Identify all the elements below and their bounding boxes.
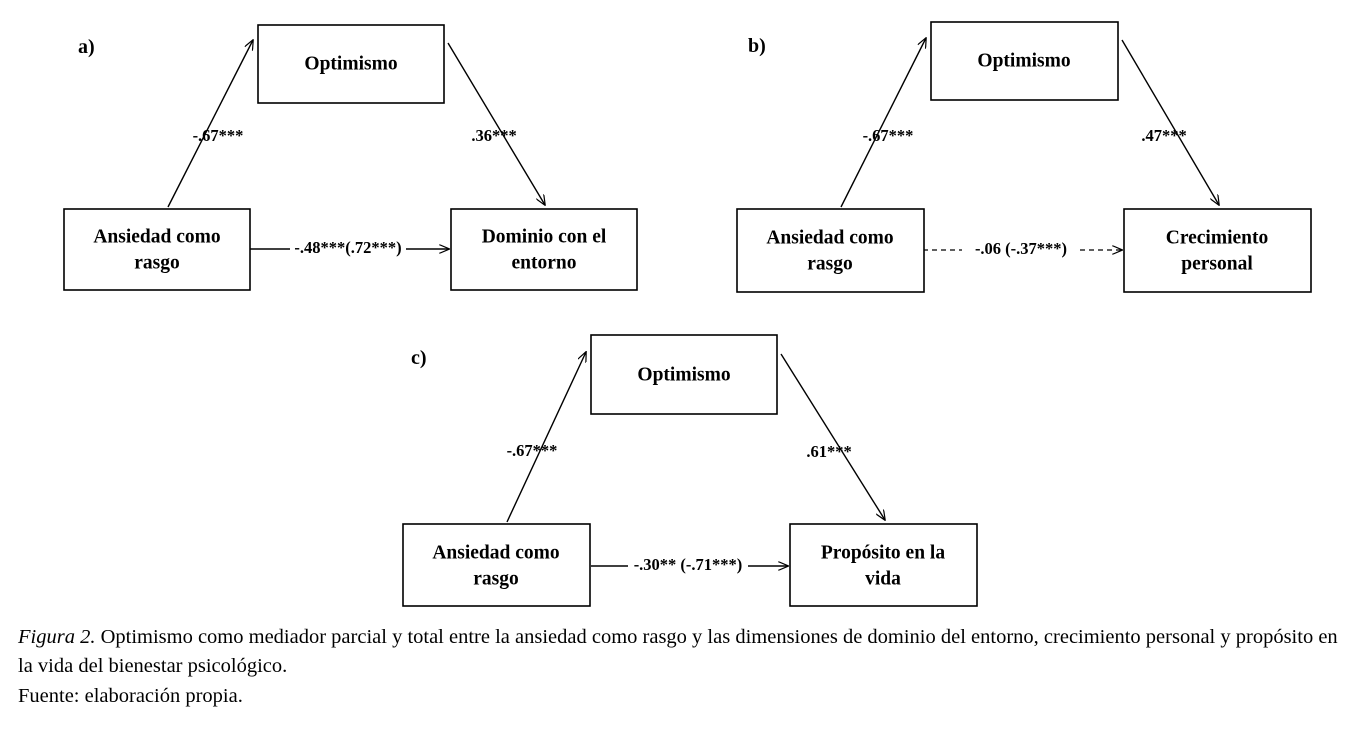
panel-b-path-b-label: .47*** bbox=[1141, 126, 1186, 145]
figure-caption-label: Figura 2. bbox=[18, 626, 96, 648]
panel-b-letter: b) bbox=[748, 35, 766, 57]
panel-a-node-mediator bbox=[257, 24, 445, 104]
panel-c-path-b-line bbox=[780, 353, 885, 520]
panel-a-path-a-line bbox=[167, 40, 253, 208]
panel-a-node-predictor bbox=[63, 208, 251, 291]
panel-a-path-a-label: -.67*** bbox=[193, 126, 244, 145]
panel-b-path-c-label: -.06 (-.37***) bbox=[975, 239, 1067, 258]
panel-b-node-predictor-line2: rasgo bbox=[807, 253, 853, 274]
panel-a-node-predictor-line1: Ansiedad como bbox=[93, 226, 220, 247]
panel-b-path-b-line bbox=[1121, 39, 1219, 205]
panel-b-node-outcome-line1: Crecimiento bbox=[1166, 227, 1269, 248]
panel-c-node-mediator bbox=[590, 334, 778, 415]
panel-b-node-predictor-line1: Ansiedad como bbox=[766, 227, 893, 248]
panel-a-node-predictor-line2: rasgo bbox=[134, 252, 180, 273]
panel-c: c) Optimismo Ansiedad como rasgo Propósi… bbox=[402, 334, 978, 607]
panel-b-node-predictor bbox=[736, 208, 925, 293]
panel-b: b) Optimismo Ansiedad como rasgo Crecimi… bbox=[736, 21, 1312, 293]
panel-c-letter: c) bbox=[411, 347, 427, 369]
panel-a-node-mediator-label: Optimismo bbox=[304, 53, 397, 74]
panel-c-node-predictor-line2: rasgo bbox=[473, 568, 519, 589]
panel-a-node-outcome-line2: entorno bbox=[512, 252, 577, 273]
panel-c-node-outcome-line2: vida bbox=[865, 568, 901, 589]
panel-a-path-b-line bbox=[447, 42, 545, 205]
panel-c-path-a-line bbox=[506, 352, 586, 523]
panel-c-path-c-label: -.30** (-.71***) bbox=[634, 555, 743, 574]
panel-b-node-outcome bbox=[1123, 208, 1312, 293]
panel-b-node-mediator bbox=[930, 21, 1119, 101]
panel-a-path-c-label: -.48***(.72***) bbox=[294, 238, 401, 257]
panel-c-node-mediator-label: Optimismo bbox=[637, 364, 730, 385]
panel-a: a) Optimismo Ansiedad como rasgo Dominio… bbox=[63, 24, 638, 291]
panel-b-node-outcome-line2: personal bbox=[1181, 253, 1253, 274]
panel-a-node-outcome-line1: Dominio con el bbox=[482, 226, 607, 247]
panel-a-node-outcome bbox=[450, 208, 638, 291]
panel-c-node-outcome-line1: Propósito en la bbox=[821, 542, 945, 563]
panel-c-node-outcome bbox=[789, 523, 978, 607]
mediation-diagram: a) Optimismo Ansiedad como rasgo Dominio… bbox=[63, 21, 1312, 607]
panel-b-node-mediator-label: Optimismo bbox=[977, 50, 1070, 71]
panel-a-path-b-label: .36*** bbox=[471, 126, 516, 145]
panel-c-node-predictor-line1: Ansiedad como bbox=[432, 542, 559, 563]
panel-c-node-predictor bbox=[402, 523, 591, 607]
figure-caption-text: Optimismo como mediador parcial y total … bbox=[18, 626, 1338, 678]
panel-a-letter: a) bbox=[78, 36, 95, 58]
panel-b-path-a-line bbox=[840, 38, 926, 208]
figure-source-line: Fuente: elaboración propia. bbox=[18, 685, 243, 708]
panel-c-path-b-label: .61*** bbox=[806, 442, 851, 461]
panel-b-path-a-label: -.67*** bbox=[863, 126, 914, 145]
figure-caption: Figura 2. Optimismo como mediador parcia… bbox=[18, 623, 1338, 711]
panel-c-path-a-label: -.67*** bbox=[507, 441, 558, 460]
